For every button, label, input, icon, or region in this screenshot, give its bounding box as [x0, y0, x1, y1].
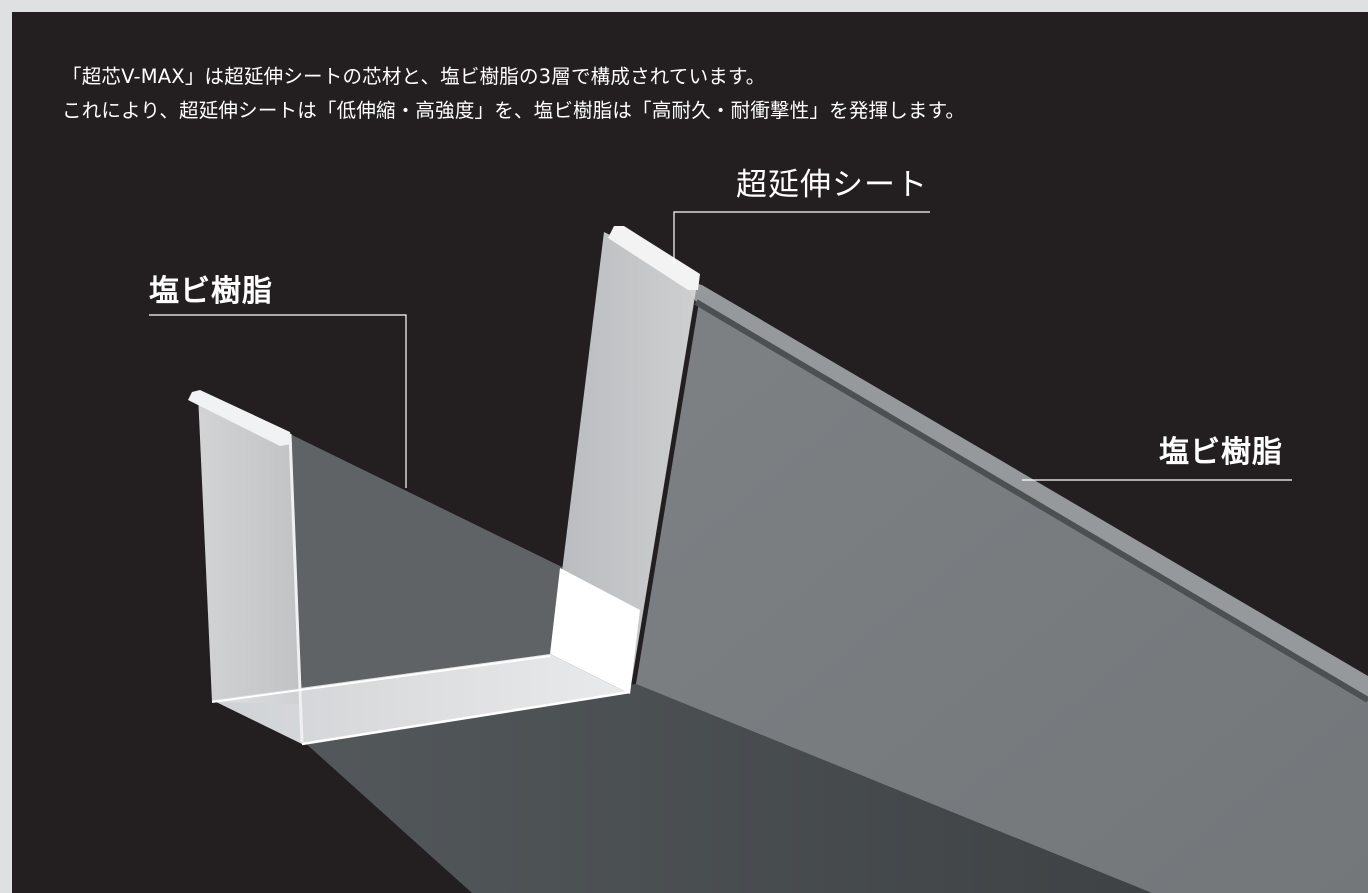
- intro-line-1: 「超芯V-MAX」は超延伸シートの芯材と、塩ビ樹脂の3層で構成されています。: [62, 65, 766, 88]
- gutter-right-wall-section: [552, 232, 698, 692]
- gutter-illustration: [149, 211, 1368, 893]
- intro-text: 「超芯V-MAX」は超延伸シートの芯材と、塩ビ樹脂の3層で構成されています。 こ…: [62, 60, 965, 128]
- gutter-bottom-face: [302, 684, 1152, 893]
- gutter-floor-edge: [211, 655, 551, 703]
- gutter-lip-groove: [694, 299, 1368, 703]
- gutter-left-lip: [188, 390, 292, 446]
- gutter-top-lip: [684, 280, 1368, 700]
- gutter-outer-wall: [636, 296, 1368, 893]
- core-sheet-band: [550, 568, 640, 694]
- label-pvc-left: 塩ビ樹脂: [149, 274, 273, 309]
- label-pvc-right: 塩ビ樹脂: [1159, 435, 1283, 470]
- intro-line-2: これにより、超延伸シートは「低伸縮・高強度」を、塩ビ樹脂は「高耐久・耐衝撃性」を…: [62, 99, 966, 122]
- leader-core-sheet: [673, 211, 930, 264]
- gutter-floor-section: [212, 654, 626, 744]
- diagram-stage: 「超芯V-MAX」は超延伸シートの芯材と、塩ビ樹脂の3層で構成されています。 こ…: [12, 12, 1368, 893]
- gutter-right-lip: [608, 226, 700, 290]
- label-core-sheet: 超延伸シート: [736, 167, 928, 203]
- gutter-inner-wall: [290, 434, 564, 702]
- gutter-left-wall-section: [198, 394, 302, 704]
- leader-pvc-left: [149, 314, 407, 488]
- gutter-floor-edge-2: [301, 690, 631, 746]
